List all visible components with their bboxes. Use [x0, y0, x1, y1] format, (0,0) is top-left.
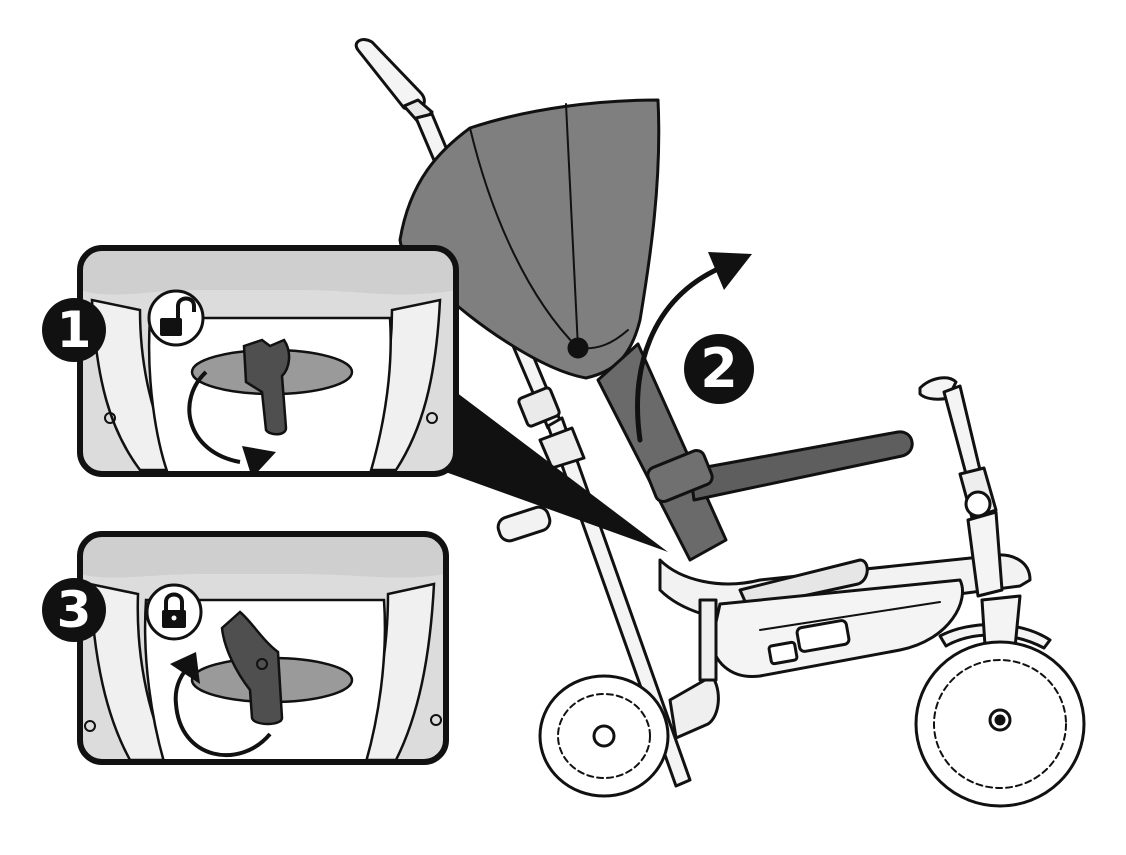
inset-lock — [77, 531, 449, 765]
lock-knob — [220, 610, 284, 726]
rear-wheel — [538, 674, 670, 798]
lock-knob — [242, 338, 291, 436]
inset-unlock — [77, 245, 459, 477]
turn-arrow-icon — [187, 370, 241, 464]
unlocked-padlock-icon — [147, 289, 205, 347]
safety-bar — [646, 430, 914, 504]
locked-padlock-icon — [145, 583, 203, 641]
rear-axle — [668, 674, 720, 740]
handlebar — [918, 376, 1004, 598]
tricycle — [354, 38, 1086, 808]
rotate-arrow-icon — [635, 252, 752, 443]
front-wheel — [914, 640, 1086, 808]
step-1-badge: 1 — [42, 298, 106, 362]
step-3-badge: 3 — [42, 578, 106, 642]
zoom-callout — [440, 380, 668, 552]
turn-arrow-icon — [173, 662, 272, 758]
step-2-badge: 2 — [684, 334, 754, 404]
